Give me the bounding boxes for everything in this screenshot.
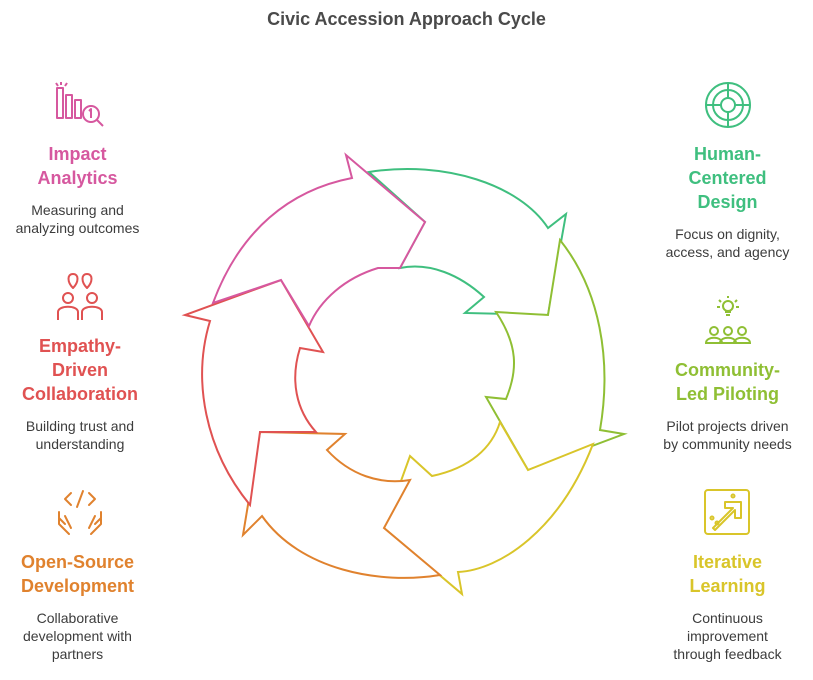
community-lightbulb-icon — [703, 296, 753, 346]
cycle-segment-yellow — [382, 419, 595, 597]
step-heading: Community- Led Piloting — [675, 360, 780, 404]
step-heading: Impact Analytics — [37, 144, 118, 188]
cycle-segment-red — [181, 278, 325, 508]
chart-magnifier-icon — [55, 80, 105, 130]
step-description: Building trust and understanding — [25, 418, 135, 452]
code-hands-icon — [55, 488, 105, 538]
step-iterative-learning: Iterative Learning Continuous improvemen… — [655, 550, 800, 663]
cycle-segment-orange — [241, 430, 443, 579]
people-heart-icon — [55, 272, 105, 322]
diagram-title: Civic Accession Approach Cycle — [267, 9, 546, 29]
target-icon — [703, 80, 753, 130]
step-description: Measuring and analyzing outcomes — [15, 202, 140, 236]
step-description: Collaborative development with partners — [23, 610, 132, 662]
step-description: Focus on dignity, access, and agency — [665, 226, 790, 260]
step-heading: Open-Source Development — [20, 552, 135, 596]
step-description: Pilot projects driven by community needs — [663, 418, 792, 452]
step-heading: Iterative Learning — [689, 552, 766, 596]
cycle-segment-pink — [211, 152, 427, 329]
step-empathy-driven-collaboration: Empathy- Driven Collaboration Building t… — [5, 334, 155, 453]
step-heading: Empathy- Driven Collaboration — [22, 336, 138, 404]
step-impact-analytics: Impact Analytics Measuring and analyzing… — [5, 142, 150, 237]
cycle-segment-green — [366, 168, 568, 317]
cursor-arrow-icon — [703, 488, 753, 538]
cycle-diagram — [181, 152, 628, 597]
step-description: Continuous improvement through feedback — [673, 610, 782, 662]
step-community-led-piloting: Community- Led Piloting Pilot projects d… — [645, 358, 810, 453]
step-open-source-development: Open-Source Development Collaborative de… — [5, 550, 150, 663]
step-human-centered-design: Human- Centered Design Focus on dignity,… — [655, 142, 800, 261]
step-heading: Human- Centered Design — [688, 144, 767, 212]
cycle-segment-lime — [484, 237, 628, 472]
